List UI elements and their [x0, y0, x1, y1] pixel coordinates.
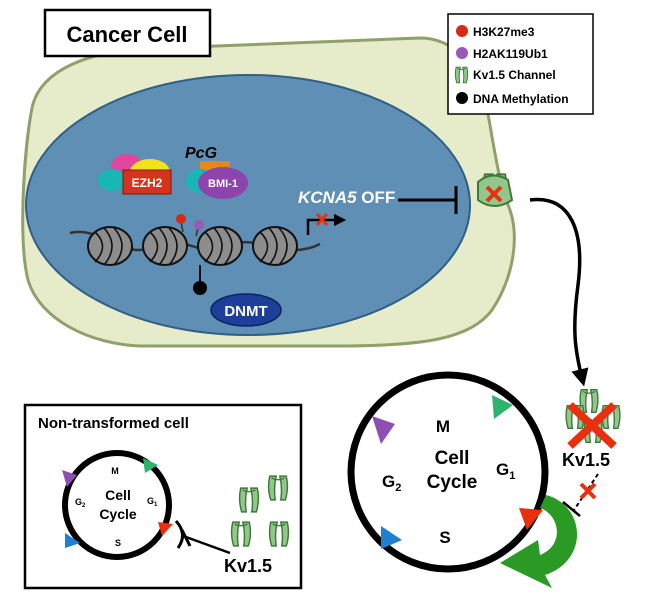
- inhibition-arrow: [398, 186, 458, 214]
- normal-phase-g2-label: G2: [75, 497, 86, 509]
- pcg-label: PcG: [185, 145, 217, 162]
- normal-phase-m-label: M: [111, 466, 119, 476]
- green-progression-arrow: [500, 495, 578, 588]
- h3k27me3-mark: [176, 214, 186, 224]
- ezh2-label: EZH2: [132, 176, 163, 190]
- legend-label-dna-methylation: DNA Methylation: [473, 92, 569, 106]
- normal-phase-g1-label: G1: [147, 496, 158, 508]
- phase-g2-marker: [372, 416, 395, 444]
- non-transformed-panel: Non-transformed cell Cell Cycle M G1 G2 …: [23, 403, 303, 590]
- cancer-cell-title: Cancer Cell: [66, 22, 187, 47]
- legend-label-kv15-channel: Kv1.5 Channel: [473, 68, 556, 82]
- nucleosome: [252, 226, 298, 266]
- cycle-title-line2: Cycle: [427, 472, 478, 493]
- nucleosome: [87, 226, 133, 266]
- chromatin: [69, 214, 321, 295]
- dnmt-enzyme: DNMT: [210, 293, 282, 327]
- kv15-label-cancer: Kv1.5: [562, 450, 610, 470]
- red-dot-icon: [456, 25, 468, 37]
- normal-phase-s-marker: [65, 533, 80, 548]
- phase-s-label: S: [439, 528, 450, 547]
- cancer-cell-cycle: Cell Cycle M G1 G2 S: [347, 371, 578, 588]
- nucleus: [25, 74, 471, 336]
- nucleosome: [197, 226, 243, 266]
- purple-dot-icon: [456, 47, 468, 59]
- cycle-title-line1: Cell: [435, 448, 470, 469]
- normal-phase-s-label: S: [115, 538, 121, 548]
- phase-g2-label: G2: [382, 472, 401, 494]
- dna-methylation-mark: [193, 281, 207, 295]
- black-dot-icon: [456, 92, 468, 104]
- non-transformed-title: Non-transformed cell: [38, 415, 189, 432]
- phase-s-marker: [381, 526, 402, 549]
- normal-inhibition-line: [185, 535, 231, 555]
- ezh2-box: [122, 169, 172, 195]
- promoter-blocked-arrow: [306, 212, 347, 235]
- phase-g1-marker: [519, 508, 543, 530]
- kv15-label-normal: Kv1.5: [224, 556, 272, 576]
- legend: H3K27me3 H2AK119Ub1 Kv1.5 Channel DNA Me…: [447, 13, 594, 115]
- normal-phase-g2-marker: [62, 470, 77, 487]
- normal-phase-g1-marker: [158, 522, 173, 536]
- phase-m-label: M: [436, 417, 450, 436]
- kv15-channel-blocked: [477, 173, 514, 207]
- normal-phase-m-marker: [143, 458, 158, 473]
- bmi1-label: BMI-1: [208, 178, 238, 190]
- normal-cycle-title-line2: Cycle: [99, 506, 137, 522]
- kv15-blocked-inhibition: [562, 473, 599, 517]
- dnmt-label: DNMT: [224, 303, 267, 320]
- phase-m-marker: [492, 395, 513, 419]
- cancer-cell-title-box: Cancer Cell: [43, 8, 212, 58]
- phase-g1-label: G1: [496, 460, 515, 482]
- normal-cycle-title-line1: Cell: [105, 487, 131, 503]
- bmi1-body: [198, 167, 248, 199]
- legend-label-h2ak119ub1: H2AK119Ub1: [473, 47, 548, 61]
- nucleosome: [142, 226, 188, 266]
- signal-arrow: [529, 197, 589, 387]
- kcna5-off-label: KCNA5 OFF: [298, 188, 395, 207]
- legend-label-h3k27me3: H3K27me3: [473, 25, 535, 39]
- h2ak119ub1-mark: [194, 220, 204, 230]
- pcg-complex: PcG EZH2 BMI-1: [98, 145, 248, 199]
- kv15-cluster-absent: Kv1.5: [562, 389, 621, 470]
